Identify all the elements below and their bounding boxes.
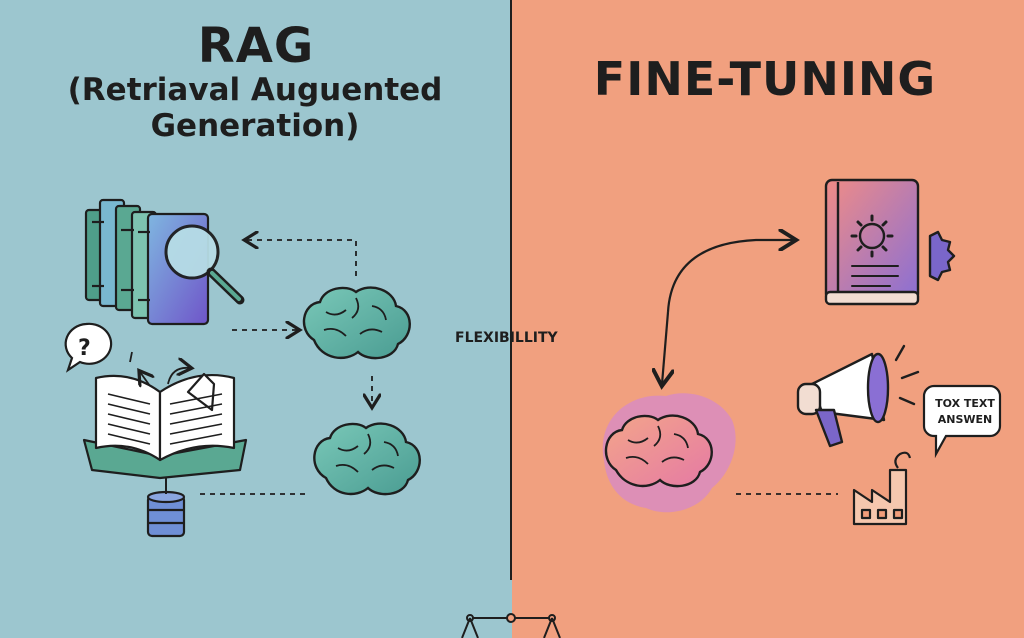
open-book-icon	[82, 351, 248, 480]
rag-panel	[0, 0, 512, 638]
speech-bubble-line1: TOX TEXT	[935, 397, 995, 410]
brain-icon	[602, 393, 736, 513]
flexibility-label: FLEXIBILLITY	[455, 330, 558, 346]
speech-bubble-text: TOX TEXT ANSWEN	[929, 396, 1001, 428]
gear-book-icon	[824, 178, 956, 306]
rag-subtitle: (Retriaval Auguented Generation)	[67, 72, 443, 144]
rag-title: RAG	[197, 18, 315, 74]
database-icon	[146, 490, 186, 538]
brain-icon	[302, 286, 411, 360]
brain-icon	[313, 422, 421, 496]
speech-bubble-line2: ANSWEN	[937, 413, 993, 426]
scale-icon	[461, 613, 561, 638]
fine-tuning-title: FINE-TUNING	[593, 52, 937, 106]
magnifier-icon	[164, 224, 245, 305]
fine-tuning-panel	[512, 0, 1024, 638]
question-mark: ?	[78, 336, 91, 361]
megaphone-icon	[796, 344, 920, 448]
factory-icon	[852, 451, 912, 526]
question-bubble-icon	[64, 322, 113, 373]
speech-bubble-icon	[922, 384, 1002, 459]
